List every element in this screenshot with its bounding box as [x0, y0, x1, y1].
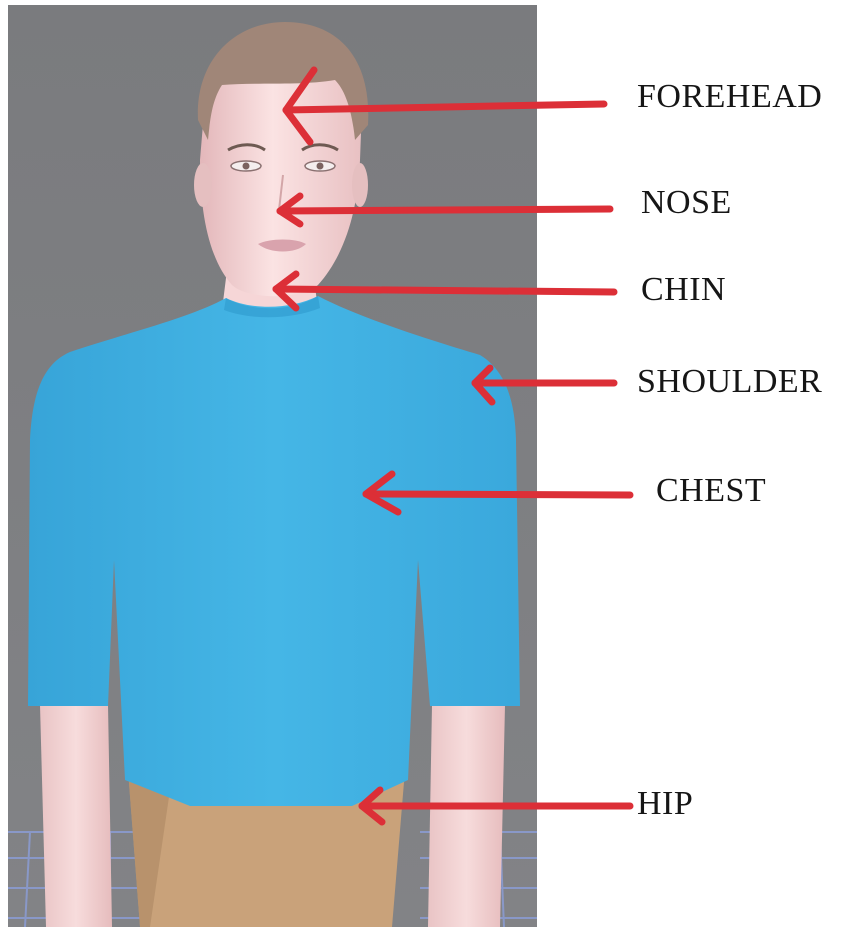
right-ear [352, 163, 368, 207]
label-nose: NOSE [641, 186, 732, 220]
left-pupil [243, 163, 250, 170]
label-hip: HIP [637, 787, 693, 821]
right-forearm [428, 705, 505, 927]
right-pupil [317, 163, 324, 170]
label-chin: CHIN [641, 273, 726, 307]
label-chest: CHEST [656, 474, 766, 508]
label-shoulder: SHOULDER [637, 365, 822, 399]
left-ear [194, 163, 212, 207]
left-forearm [40, 705, 112, 927]
label-forehead: FOREHEAD [637, 80, 822, 114]
